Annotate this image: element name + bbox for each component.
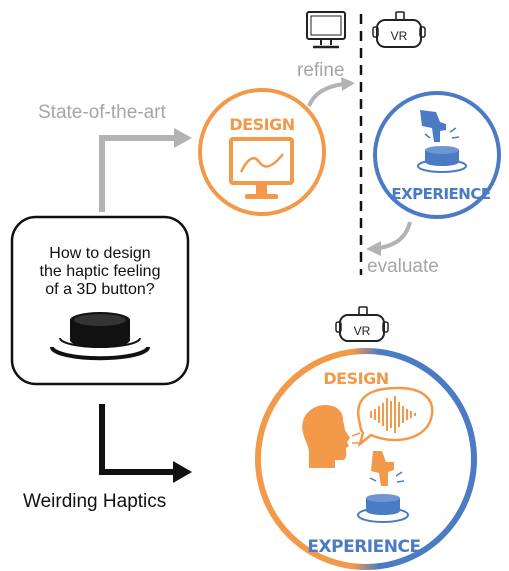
refine-arrow	[307, 77, 355, 107]
experience-circle-top: EXPERIENCE	[373, 91, 501, 219]
experience-label-bottom: EXPERIENCE	[307, 537, 420, 557]
experience-label-top: EXPERIENCE	[391, 185, 490, 203]
weirding-haptics-circle: DESIGN	[255, 348, 477, 570]
vr-headset-icon: VR	[372, 11, 426, 48]
hand-press-button-icon	[417, 110, 467, 173]
vr-headset-icon-bottom: VR	[335, 306, 389, 342]
chart-monitor-icon	[229, 137, 294, 199]
weirding-haptics-arrow	[99, 404, 192, 483]
design-label-top: DESIGN	[229, 115, 294, 134]
state-of-the-art-arrow	[99, 128, 192, 212]
refine-label: refine	[297, 60, 345, 81]
question-box: How to design the haptic feeling of a 3D…	[10, 215, 190, 386]
speaking-head-icon	[302, 404, 361, 468]
weirding-haptics-label: Weirding Haptics	[23, 491, 166, 512]
3d-button-icon	[50, 312, 150, 361]
question-line-2: the haptic feeling	[40, 263, 161, 280]
question-line-3: of a 3D button?	[45, 281, 155, 298]
design-label-bottom: DESIGN	[323, 369, 388, 388]
hand-press-button-icon-bottom	[357, 451, 409, 523]
vr-label-top: VR	[391, 29, 408, 43]
question-line-1: How to design	[49, 245, 150, 262]
monitor-icon	[306, 11, 346, 49]
audio-waveform-icon	[357, 386, 434, 448]
state-of-the-art-label: State-of-the-art	[38, 102, 166, 123]
vr-label-bottom: VR	[354, 324, 371, 338]
evaluate-label: evaluate	[367, 256, 439, 277]
design-circle-top: DESIGN	[198, 88, 326, 216]
evaluate-arrow	[366, 221, 412, 256]
